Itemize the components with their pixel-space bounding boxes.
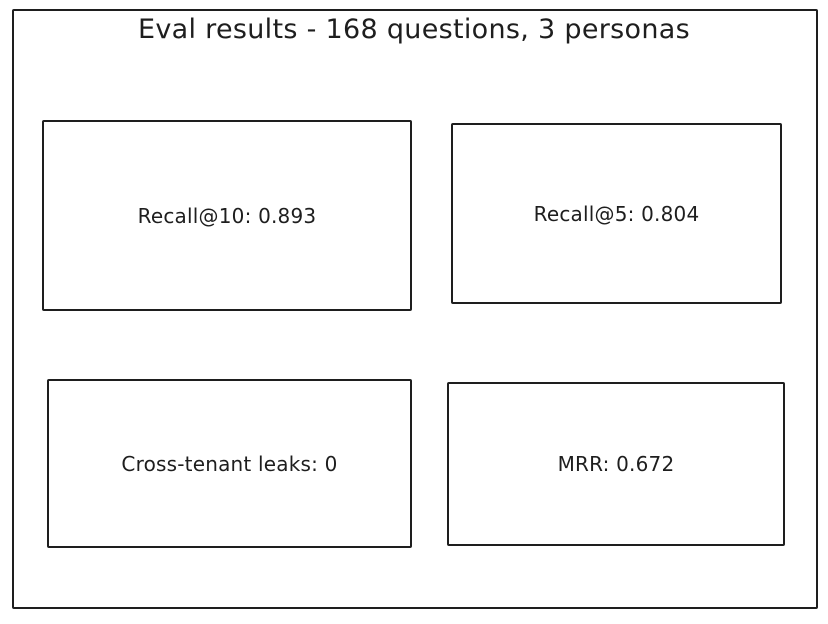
- metric-label: MRR: 0.672: [557, 452, 675, 476]
- metric-label: Recall@10: 0.893: [137, 203, 317, 228]
- page-title: Eval results - 168 questions, 3 personas: [138, 14, 690, 45]
- metric-label: Recall@5: 0.804: [533, 201, 700, 226]
- metric-card-recall-at-5: Recall@5: 0.804: [451, 123, 782, 304]
- metric-card-recall-at-10: Recall@10: 0.893: [42, 120, 412, 311]
- outer-frame: [12, 9, 818, 609]
- metric-card-mrr: MRR: 0.672: [447, 382, 785, 546]
- metric-label: Cross-tenant leaks: 0: [121, 451, 338, 476]
- metric-card-cross-tenant-leaks: Cross-tenant leaks: 0: [47, 379, 412, 548]
